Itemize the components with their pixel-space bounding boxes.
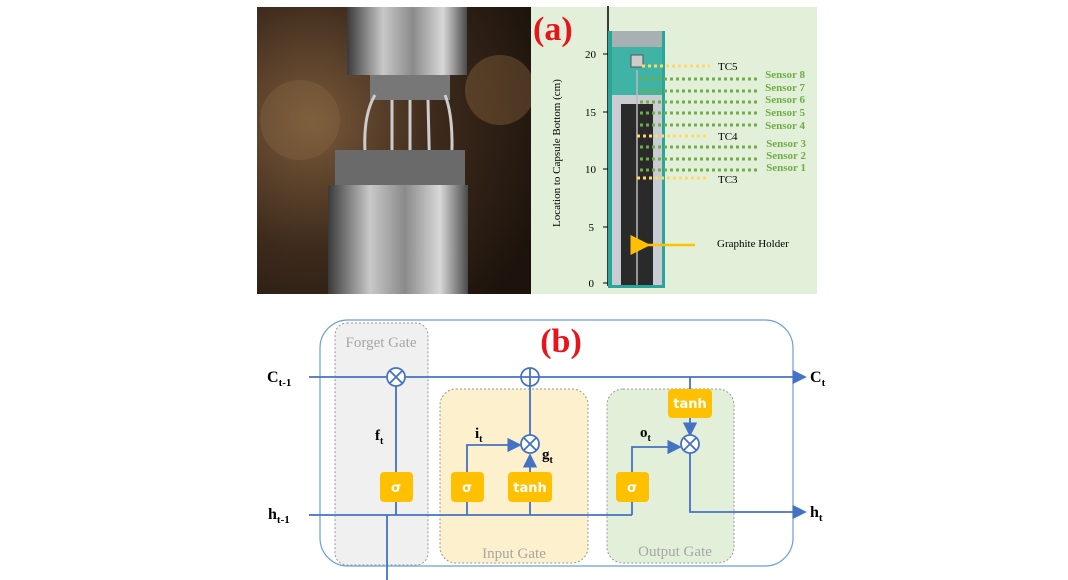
- panel-a-label: (a): [533, 11, 573, 48]
- axis-ticks: 0 5 10 15 20: [585, 49, 608, 290]
- input-multiply-icon: [520, 434, 540, 454]
- input-tanh-box: [508, 472, 552, 502]
- forget-sigmoid-box: [380, 472, 413, 502]
- tick-label: 5: [589, 222, 595, 234]
- c-next-label: Ct: [810, 369, 826, 389]
- svg-text:tanh: tanh: [513, 481, 547, 496]
- output-multiply-icon: [680, 434, 700, 454]
- tc4-label: TC4: [718, 131, 738, 143]
- capsule-photo: [257, 7, 535, 294]
- svg-text:tanh: tanh: [673, 397, 707, 412]
- output-sigmoid-box: [616, 472, 649, 502]
- tc3-label: TC3: [718, 174, 738, 186]
- h-next-label: ht: [810, 504, 823, 524]
- h-prev-label: ht-1: [268, 506, 290, 526]
- sensor-4-label: Sensor 4: [765, 120, 805, 132]
- axis-label: Location to Capsule Bottom (cm): [551, 79, 563, 227]
- input-gate-label: Input Gate: [482, 546, 546, 562]
- sensor-5-label: Sensor 5: [765, 107, 805, 119]
- tick-label: 20: [585, 49, 597, 61]
- sensor-1-label: Sensor 1: [766, 162, 806, 174]
- sensor-6-label: Sensor 6: [765, 94, 805, 106]
- tc5-label: TC5: [718, 61, 738, 73]
- forget-multiply-icon: [386, 367, 406, 387]
- panel-b: Forget Gate Input Gate Output Gate (b): [267, 319, 826, 580]
- graphite-holder-label: Graphite Holder: [717, 238, 789, 250]
- output-gate-box: [606, 388, 735, 564]
- tick-label: 10: [585, 164, 597, 176]
- output-gate-label: Output Gate: [638, 544, 712, 560]
- tick-label: 15: [585, 107, 597, 119]
- o-label: ot: [640, 425, 652, 444]
- lstm-cell-border: [319, 319, 794, 567]
- sensor-8-label: Sensor 8: [765, 69, 805, 81]
- svg-text:σ: σ: [391, 481, 401, 496]
- sensor-7-label: Sensor 7: [765, 82, 805, 94]
- panel-b-label: (b): [540, 323, 582, 360]
- sensor-2-label: Sensor 2: [766, 150, 806, 162]
- input-sigmoid-box: [451, 472, 484, 502]
- tick-label: 0: [589, 278, 595, 290]
- output-tanh-box: [668, 389, 712, 418]
- g-label: gt: [542, 447, 554, 466]
- sensor-3-label: Sensor 3: [766, 138, 806, 150]
- capsule-schematic: [608, 31, 665, 288]
- forget-gate-label: Forget Gate: [346, 335, 417, 351]
- panel-a: (a) 0 5 10 15 20 Location to Capsule Bot…: [531, 6, 817, 294]
- c-prev-label: Ct-1: [267, 369, 291, 389]
- hidden-output-line: [689, 453, 807, 520]
- forget-gate-box: [334, 322, 429, 566]
- cell-add-icon: [520, 367, 540, 387]
- i-label: it: [475, 426, 483, 445]
- svg-text:σ: σ: [462, 481, 472, 496]
- svg-text:σ: σ: [627, 481, 637, 496]
- f-label: ft: [375, 428, 384, 447]
